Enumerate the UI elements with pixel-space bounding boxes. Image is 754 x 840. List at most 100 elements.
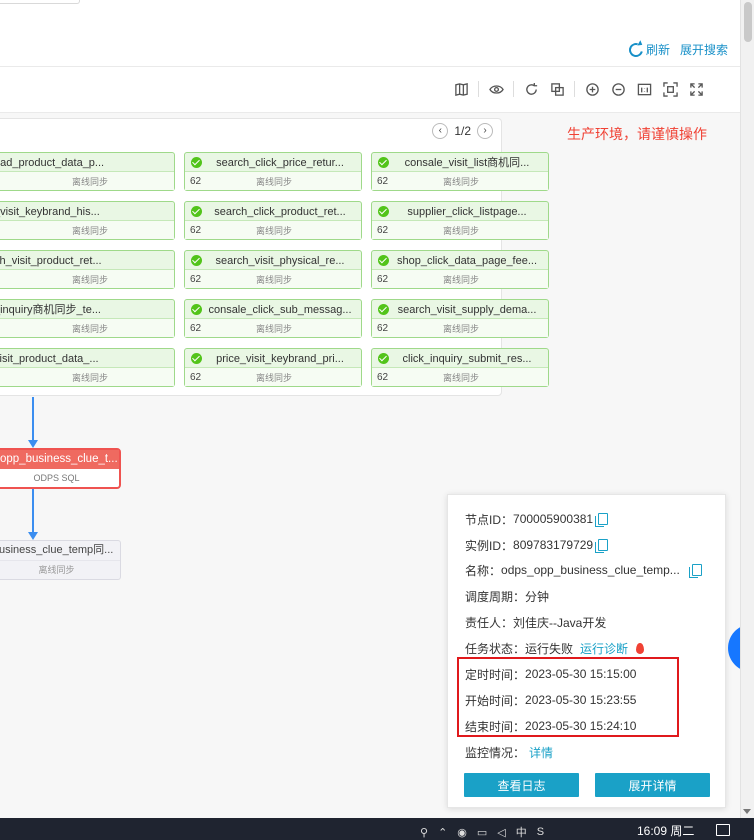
- dag-node[interactable]: visit_product_data_... 离线同步: [0, 348, 175, 387]
- success-check-icon: [191, 157, 202, 168]
- refresh-icon[interactable]: [522, 80, 540, 98]
- view-log-button[interactable]: 查看日志: [464, 773, 579, 797]
- node-name: search_visit_supply_dema...: [397, 304, 537, 316]
- refresh-label: 刷新: [645, 43, 670, 57]
- node-count: 62: [190, 273, 202, 285]
- schedule-value: 分钟: [525, 589, 550, 604]
- dag-node[interactable]: oad_product_data_p... 离线同步: [0, 152, 175, 191]
- end-time-row: 结束时间： 2023-05-30 15:24:10: [465, 717, 715, 735]
- scroll-down-icon[interactable]: [743, 809, 751, 814]
- node-type: 离线同步: [255, 225, 292, 236]
- monitor-icon[interactable]: ▭: [476, 826, 488, 839]
- app-tray-icon[interactable]: ◉: [457, 826, 467, 839]
- node-name: _inquiry商机同步_te...: [0, 304, 101, 316]
- refresh-link[interactable]: 刷新: [626, 39, 670, 60]
- node-name: price_visit_keybrand_pri...: [216, 353, 344, 365]
- name-label: 名称：: [465, 563, 502, 578]
- volume-icon[interactable]: ◁: [497, 826, 506, 839]
- diagnose-link[interactable]: 运行诊断: [580, 641, 629, 656]
- actual-size-icon[interactable]: [635, 80, 653, 98]
- clock[interactable]: 16:09 周二: [637, 824, 695, 838]
- node-name: usiness_clue_temp同...: [0, 544, 114, 556]
- edge-arrow: [28, 489, 38, 540]
- fit-screen-icon[interactable]: [661, 80, 679, 98]
- app-s-icon[interactable]: S: [536, 826, 545, 838]
- node-type: 离线同步: [71, 323, 108, 334]
- ime-indicator[interactable]: 中: [515, 827, 527, 839]
- node-group-pager: ‹ 1/2 ›: [432, 123, 493, 139]
- map-icon[interactable]: [452, 80, 470, 98]
- node-type: 离线同步: [442, 176, 479, 187]
- notification-icon[interactable]: [716, 824, 730, 836]
- node-type: 离线同步: [442, 372, 479, 383]
- chevron-up-icon[interactable]: ⌃: [438, 826, 448, 839]
- expand-search-link[interactable]: 展开搜索: [680, 41, 728, 58]
- network-icon[interactable]: ⚲: [420, 826, 429, 839]
- scheduled-time-value: 2023-05-30 15:15:00: [525, 667, 637, 681]
- scheduled-time-label: 定时时间：: [465, 667, 526, 682]
- zoom-out-icon[interactable]: [609, 80, 627, 98]
- success-check-icon: [378, 157, 389, 168]
- node-count: 62: [377, 273, 389, 285]
- search-input-edge[interactable]: [0, 0, 80, 4]
- owner-label: 责任人：: [465, 615, 514, 630]
- pending-node[interactable]: usiness_clue_temp同... 离线同步: [0, 540, 121, 580]
- divider: [0, 112, 740, 113]
- node-count: 62: [377, 322, 389, 334]
- copy-layers-icon[interactable]: [548, 80, 566, 98]
- node-name: consale_click_sub_messag...: [208, 304, 352, 316]
- node-group: ‹ 1/2 › oad_product_data_p... 离线同步 searc…: [0, 118, 549, 396]
- monitor-detail-link[interactable]: 详情: [529, 745, 554, 760]
- vertical-scrollbar[interactable]: [740, 0, 754, 818]
- node-type: 离线同步: [71, 372, 108, 383]
- node-id-value: 700005900381: [513, 512, 594, 526]
- owner-row: 责任人： 刘佳庆--Java开发: [465, 613, 715, 631]
- node-count: 62: [190, 371, 202, 383]
- expand-search-label: 展开搜索: [679, 43, 728, 57]
- scrollbar-thumb[interactable]: [744, 2, 752, 42]
- next-page-button[interactable]: ›: [477, 123, 493, 139]
- instance-id-value: 809783179729: [513, 538, 594, 552]
- toolbar-divider: [478, 81, 479, 97]
- node-type: ODPS SQL: [33, 473, 80, 483]
- node-name: oad_product_data_p...: [0, 157, 105, 169]
- success-check-icon: [378, 304, 389, 315]
- dag-node[interactable]: _visit_keybrand_his... 离线同步: [0, 201, 175, 240]
- node-id-row: 节点ID： 700005900381: [465, 510, 715, 528]
- environment-warning: 生产环境，请谨慎操作: [567, 126, 707, 142]
- time-highlight-box: [457, 657, 679, 737]
- copy-icon[interactable]: [595, 539, 609, 553]
- dag-node[interactable]: _inquiry商机同步_te... 离线同步: [0, 299, 175, 338]
- scheduled-time-row: 定时时间： 2023-05-30 15:15:00: [465, 665, 715, 683]
- success-check-icon: [378, 255, 389, 266]
- zoom-in-icon[interactable]: [583, 80, 601, 98]
- failed-node[interactable]: opp_business_clue_t... ODPS SQL: [0, 448, 121, 489]
- node-type: 离线同步: [71, 176, 108, 187]
- name-row: 名称： odps_opp_business_clue_temp...: [465, 561, 715, 579]
- eye-icon[interactable]: [487, 80, 505, 98]
- fullscreen-icon[interactable]: [687, 80, 705, 98]
- success-check-icon: [191, 304, 202, 315]
- status-label: 任务状态：: [465, 641, 526, 656]
- expand-detail-button[interactable]: 展开详情: [595, 773, 710, 797]
- end-time-label: 结束时间：: [465, 719, 526, 734]
- dag-node[interactable]: ch_visit_product_ret... 离线同步: [0, 250, 175, 289]
- copy-icon[interactable]: [595, 513, 609, 527]
- node-name: ch_visit_product_ret...: [0, 255, 102, 267]
- success-check-icon: [191, 206, 202, 217]
- page-indicator: 1/2: [454, 124, 471, 138]
- start-time-row: 开始时间： 2023-05-30 15:23:55: [465, 691, 715, 709]
- prev-page-button[interactable]: ‹: [432, 123, 449, 139]
- copy-icon[interactable]: [688, 564, 702, 578]
- node-detail-panel: 节点ID： 700005900381 实例ID： 809783179729 名称…: [447, 494, 726, 808]
